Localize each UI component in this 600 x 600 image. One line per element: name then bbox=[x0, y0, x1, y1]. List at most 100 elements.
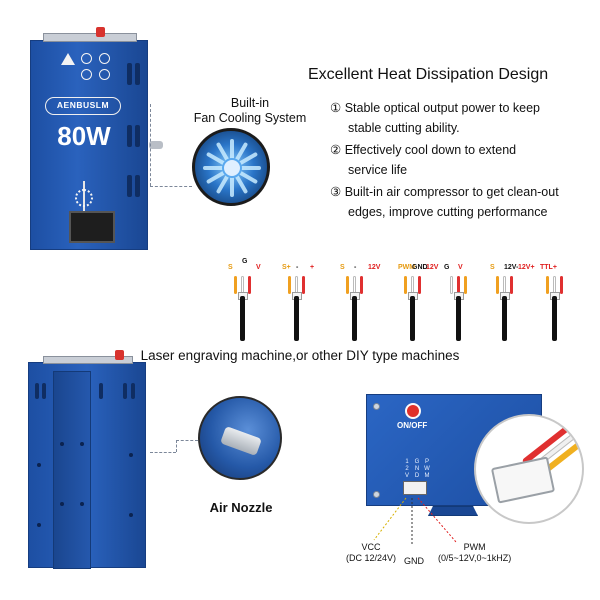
fan-label-line2: Fan Cooling System bbox=[193, 111, 307, 125]
wire-pin-label: V bbox=[458, 264, 463, 271]
wire-cable bbox=[502, 296, 507, 341]
feature-line: service life bbox=[348, 163, 408, 177]
feature-line: stable cutting ability. bbox=[348, 121, 460, 135]
fan-callout-line bbox=[150, 186, 192, 187]
vent-slot bbox=[42, 383, 46, 399]
pwm-label: PWM bbox=[463, 542, 486, 552]
vent-slot bbox=[135, 63, 140, 85]
wire-pin-label: TTL+ bbox=[540, 264, 557, 271]
vcc-label: VCC bbox=[361, 542, 381, 552]
onoff-label: ON/OFF bbox=[397, 421, 428, 430]
pin-char: N bbox=[414, 466, 420, 472]
wire-strand bbox=[464, 276, 467, 294]
wire-pin-label: S+ bbox=[282, 264, 291, 271]
wire-pin-label: - bbox=[354, 264, 357, 271]
wires-caption: Laser engraving machine,or other DIY typ… bbox=[140, 348, 460, 363]
wire-strand bbox=[546, 276, 549, 294]
pwm-callout-line bbox=[417, 497, 457, 543]
wire-pin-label: PWM bbox=[398, 264, 416, 271]
screw-hole bbox=[37, 523, 41, 527]
pwm-description: PWM (0/5~12V,0~1kHZ) bbox=[438, 542, 511, 564]
screw-hole bbox=[60, 502, 64, 506]
board-screw bbox=[373, 491, 380, 498]
screw-hole bbox=[129, 513, 133, 517]
feature-marker: ② bbox=[330, 143, 342, 157]
screw-hole bbox=[129, 453, 133, 457]
wire-pin-label: 12V+ bbox=[518, 264, 535, 271]
pwm-range: (0/5~12V,0~1kHZ) bbox=[438, 553, 512, 563]
wire-cable bbox=[352, 296, 357, 341]
screw-hole bbox=[37, 463, 41, 467]
vent-slot bbox=[131, 383, 135, 399]
wire-strand bbox=[346, 276, 349, 294]
power-button-icon bbox=[115, 350, 124, 360]
board-screw bbox=[373, 403, 380, 410]
power-button-icon bbox=[96, 27, 105, 37]
laser-symbol-icon bbox=[81, 53, 92, 64]
laser-module-side bbox=[28, 350, 146, 569]
wire-strand bbox=[234, 276, 237, 294]
wire-strand bbox=[510, 276, 513, 294]
wire-strand bbox=[302, 276, 305, 294]
vent-slot bbox=[135, 175, 140, 197]
wire-cable bbox=[294, 296, 299, 341]
wire-pin-label: 12V bbox=[426, 264, 439, 271]
nozzle-callout-line bbox=[176, 440, 177, 452]
wire-cable bbox=[552, 296, 557, 341]
features-title: Excellent Heat Dissipation Design bbox=[308, 66, 549, 83]
vcc-description: VCC (DC 12/24V) bbox=[346, 542, 396, 564]
laser-module-top: AENBUSLM 80W bbox=[30, 27, 163, 250]
wire-strand bbox=[288, 276, 291, 294]
pin-label-pwm: P W M bbox=[423, 459, 431, 480]
feature-line: Built-in air compressor to get clean-out bbox=[344, 185, 559, 199]
module-top-cap bbox=[43, 33, 137, 42]
fan-callout-label: Built-in Fan Cooling System bbox=[180, 96, 320, 126]
wire-strand bbox=[560, 276, 563, 294]
wire-strand bbox=[248, 276, 251, 294]
screw-hole bbox=[80, 442, 84, 446]
wire-cable bbox=[410, 296, 415, 341]
wire-pin-label: S bbox=[490, 264, 495, 271]
nozzle-callout-line bbox=[176, 440, 198, 441]
wire-group: S+- + bbox=[282, 262, 332, 347]
wire-pin-label: S bbox=[228, 264, 233, 271]
hand-warning-icon bbox=[81, 69, 92, 80]
gnd-description: GND bbox=[404, 556, 424, 566]
wire-pin-label: + bbox=[310, 264, 315, 271]
wire-cable bbox=[240, 296, 245, 341]
vent-slot bbox=[135, 125, 140, 147]
wire-pin-label: GND bbox=[412, 264, 428, 271]
feature-line: Effectively cool down to extend bbox=[344, 143, 517, 157]
brand-logo: AENBUSLM bbox=[45, 97, 121, 115]
jst-connector bbox=[490, 456, 556, 504]
vent-slot bbox=[127, 63, 132, 85]
lens-window bbox=[69, 211, 115, 243]
wire-pin-label: G bbox=[444, 264, 450, 271]
feature-line: edges, improve cutting performance bbox=[348, 205, 548, 219]
pin-char: M bbox=[424, 473, 430, 479]
warning-icon bbox=[61, 53, 75, 65]
eye-warning-icon bbox=[99, 53, 110, 64]
side-knob bbox=[149, 141, 163, 149]
fan-callout-line bbox=[150, 104, 151, 186]
wire-pin-label: - bbox=[296, 264, 299, 271]
wire-strand bbox=[496, 276, 499, 294]
feature-item-3: ③ Built-in air compressor to get clean-o… bbox=[330, 182, 592, 222]
pin-label-gnd: G N D bbox=[413, 459, 421, 480]
wire-strand bbox=[450, 276, 453, 294]
pin-char: W bbox=[424, 466, 430, 472]
vent-slot bbox=[123, 383, 127, 399]
power-rating: 80W bbox=[57, 121, 111, 151]
pin-header-port bbox=[403, 481, 427, 495]
on-off-button-icon bbox=[405, 403, 421, 419]
feature-line: Stable optical output power to keep bbox=[344, 101, 540, 115]
wire-strand bbox=[418, 276, 421, 294]
wire-strand bbox=[360, 276, 363, 294]
pin-callout-lines bbox=[373, 497, 457, 546]
fan-hub bbox=[222, 158, 242, 178]
screw-hole bbox=[80, 502, 84, 506]
feature-marker: ③ bbox=[330, 185, 342, 199]
connector-closeup bbox=[474, 414, 584, 524]
wire-pin-label: 12V- bbox=[504, 264, 519, 271]
fan-icon bbox=[192, 128, 270, 206]
